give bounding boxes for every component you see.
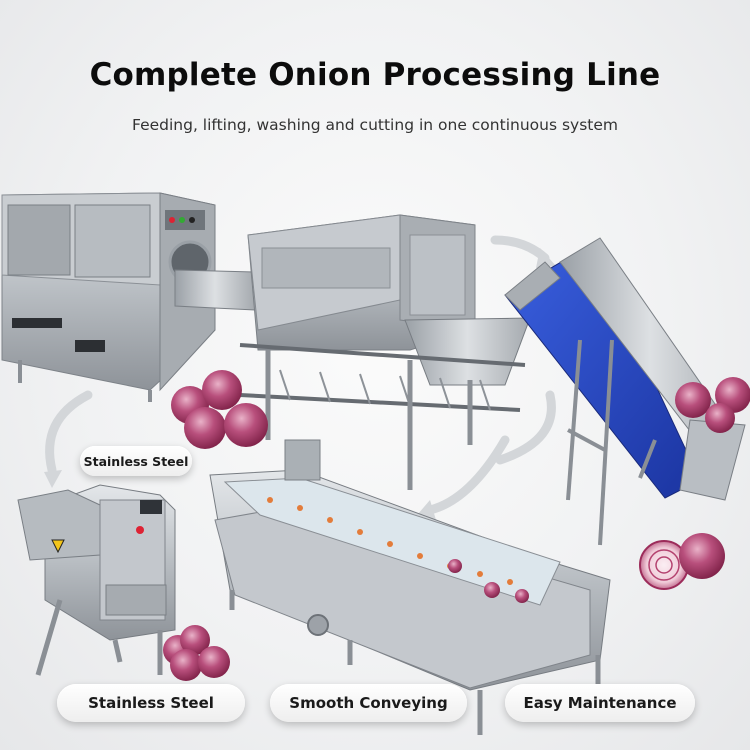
- arrow-curve-top: [490, 235, 550, 263]
- label-stainless-steel-bottom: Stainless Steel: [57, 684, 245, 722]
- cutting-machine: [17, 484, 176, 676]
- label-easy-maintenance: Easy Maintenance: [505, 684, 695, 722]
- onion-halves: [639, 533, 725, 590]
- label-stainless-steel-top: Stainless Steel: [80, 446, 192, 476]
- onion-pile-top: [171, 370, 268, 449]
- arrow-curve-right: [495, 390, 556, 465]
- feeding-machine: [1, 192, 256, 402]
- page-title: Complete Onion Processing Line: [89, 57, 661, 93]
- arrow-curve-left: [45, 390, 93, 475]
- label-smooth-conveying: Smooth Conveying: [270, 684, 467, 722]
- washing-tank-machine: [209, 439, 611, 735]
- arrow-curve-center: [425, 435, 510, 515]
- lifting-conveyor: [504, 237, 750, 546]
- washing-peeling-machine: [239, 214, 531, 490]
- onion-pile-bottom: [163, 625, 230, 681]
- page-subtitle: Feeding, lifting, washing and cutting in…: [132, 116, 618, 134]
- arrowhead-left-icon: [44, 470, 62, 488]
- arrowhead-top-icon: [536, 248, 556, 268]
